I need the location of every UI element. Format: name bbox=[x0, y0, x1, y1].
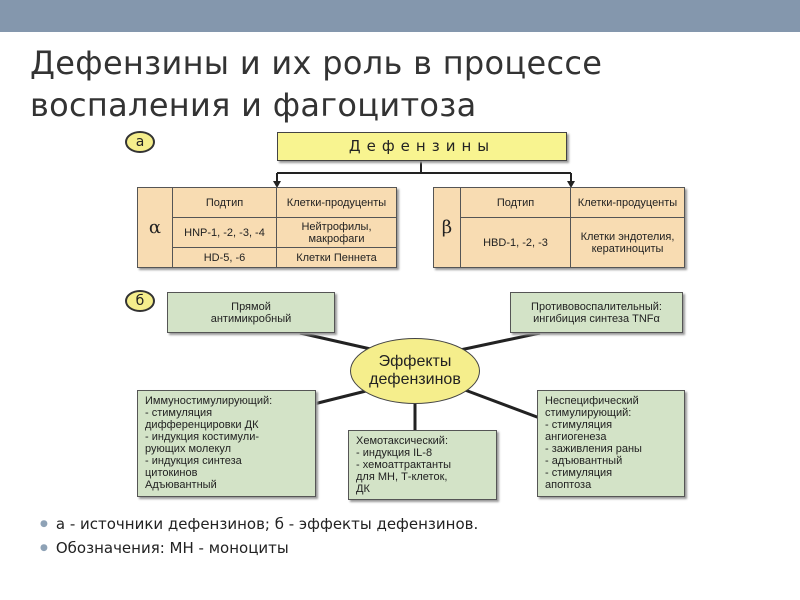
cells-cell: Нейтрофилы, макрофаги bbox=[276, 217, 397, 248]
alpha-symbol: α bbox=[137, 187, 173, 268]
title-line-2: воспаления и фагоцитоза bbox=[30, 86, 477, 124]
subtype-cell: HBD-1, -2, -3 bbox=[460, 217, 571, 268]
defensins-header: Дефензины bbox=[277, 132, 567, 161]
effect-anti-inflammatory: Противовоспалительный: ингибиция синтеза… bbox=[510, 292, 683, 333]
bullet-item: ●а - источники дефензинов; б - эффекты д… bbox=[40, 515, 479, 533]
effect-immunostimulating: Иммуностимулирующий: - стимуляция диффер… bbox=[137, 390, 316, 497]
title-line-1: Дефензины и их роль в процессе bbox=[30, 44, 603, 82]
col-cells: Клетки-продуценты bbox=[276, 187, 397, 218]
bullet-text: а - источники дефензинов; б - эффекты де… bbox=[55, 515, 479, 533]
subtype-cell: HD-5, -6 bbox=[172, 247, 277, 268]
top-bar bbox=[0, 0, 800, 32]
bullet-text: Обозначения: МН - моноциты bbox=[55, 539, 289, 557]
effect-nonspecific: Неспецифический стимулирующий: - стимуля… bbox=[537, 390, 685, 497]
beta-symbol: β bbox=[433, 187, 461, 268]
col-subtype: Подтип bbox=[460, 187, 571, 218]
bullet-list: ●а - источники дефензинов; б - эффекты д… bbox=[40, 515, 478, 563]
effects-center: Эффекты дефензинов bbox=[350, 338, 480, 404]
cells-cell: Клетки Пеннета bbox=[276, 247, 397, 268]
effect-direct: Прямой антимикробный bbox=[167, 292, 335, 333]
bullet-item: ●Обозначения: МН - моноциты bbox=[40, 539, 289, 557]
col-subtype: Подтип bbox=[172, 187, 277, 218]
cells-cell: Клетки эндотелия, кератиноциты bbox=[570, 217, 685, 268]
marker-b: б bbox=[125, 290, 155, 312]
alpha-table: α Подтип Клетки-продуценты HNP-1, -2, -3… bbox=[137, 187, 397, 268]
effect-chemotactic: Хемотаксический: - индукция IL-8 - хемоа… bbox=[348, 430, 497, 500]
marker-a: а bbox=[125, 131, 155, 153]
beta-table: β Подтип Клетки-продуценты HBD-1, -2, -3… bbox=[433, 187, 685, 268]
slide-title: Дефензины и их роль в процессе воспалени… bbox=[30, 42, 602, 126]
col-cells: Клетки-продуценты bbox=[570, 187, 685, 218]
subtype-cell: HNP-1, -2, -3, -4 bbox=[172, 217, 277, 248]
